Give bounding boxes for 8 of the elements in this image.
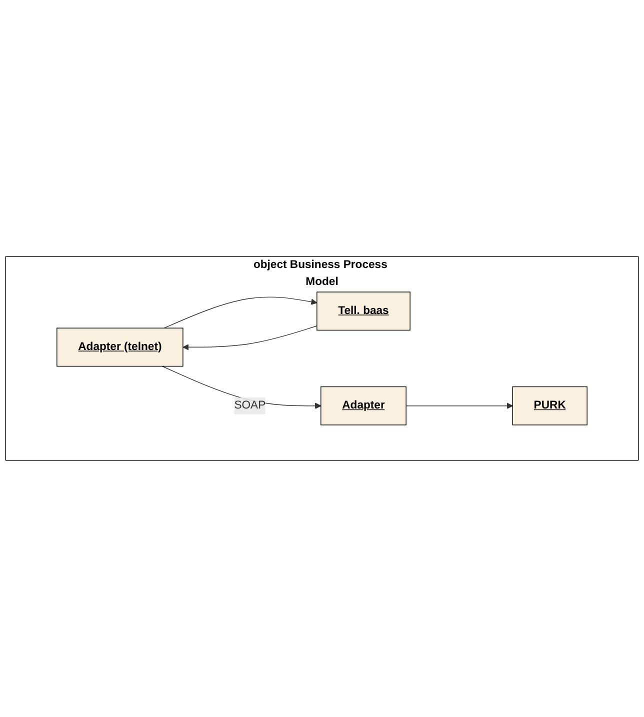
node-box: Adapter — [320, 386, 406, 426]
node-box: PURK — [512, 386, 588, 426]
node-box: Tell. baas — [316, 292, 410, 331]
arrow — [406, 402, 513, 409]
arrow — [164, 296, 318, 328]
node-box: Adapter (telnet) — [56, 328, 184, 367]
arrow — [182, 326, 318, 350]
edge-label: SOAP — [234, 400, 266, 412]
